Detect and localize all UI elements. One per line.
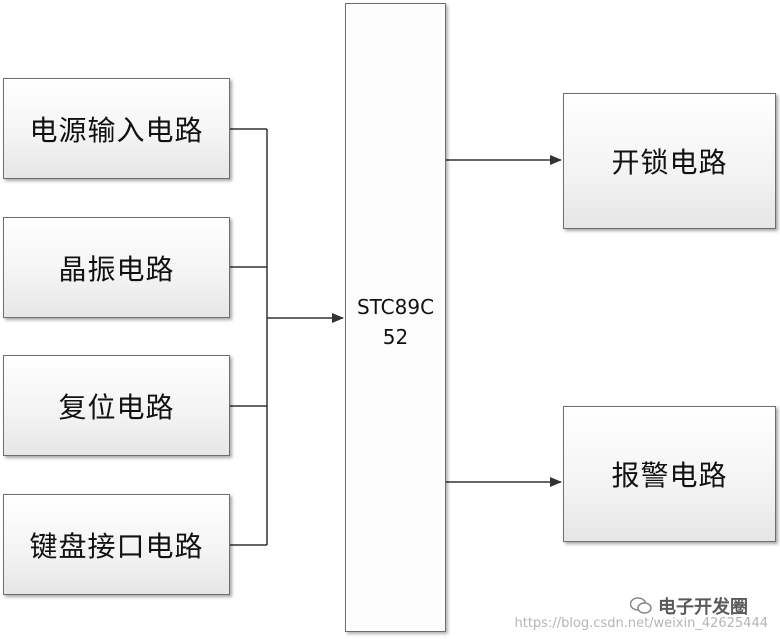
mcu-block: STC89C 52	[345, 3, 446, 632]
reset-label: 复位电路	[58, 390, 175, 424]
mcu-label: STC89C 52	[356, 295, 435, 349]
keyboard-interface-block: 键盘接口电路	[3, 494, 230, 595]
unlock-block: 开锁电路	[563, 93, 776, 229]
crystal-block: 晶振电路	[3, 217, 230, 318]
keyboard-interface-label: 键盘接口电路	[29, 529, 204, 563]
power-input-block: 电源输入电路	[3, 78, 230, 179]
wechat-icon	[629, 597, 652, 615]
crystal-label: 晶振电路	[58, 252, 175, 286]
alarm-block: 报警电路	[563, 406, 776, 542]
unlock-label: 开锁电路	[611, 146, 728, 179]
alarm-label: 报警电路	[611, 459, 728, 492]
watermark-url: https://blog.csdn.net/weixin_42625444	[514, 616, 768, 631]
watermark-brand: 电子开发圈	[629, 593, 748, 619]
reset-block: 复位电路	[3, 355, 230, 456]
watermark-brand-text: 电子开发圈	[658, 597, 748, 618]
power-input-label: 电源输入电路	[29, 113, 204, 147]
